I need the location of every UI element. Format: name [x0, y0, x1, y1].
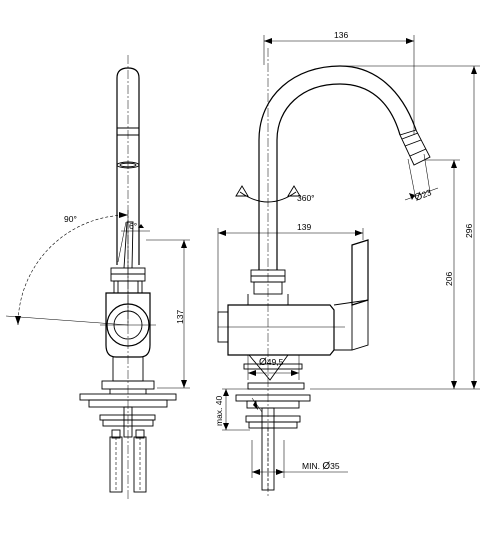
front-spout-inner: [276, 83, 401, 270]
body-diameter-label: Ø49,5: [259, 357, 284, 368]
total-height-label: 296: [464, 224, 474, 238]
front-handle-lever: [351, 239, 369, 306]
rotation-arrow-left: [235, 185, 249, 197]
rotation-arc: [239, 191, 297, 203]
front-view: [217, 35, 480, 498]
rotation-angle-label: 360°: [297, 193, 315, 203]
spout-height-label: 206: [444, 272, 454, 286]
side-spout: [116, 67, 140, 265]
swing-arc: [17, 214, 129, 326]
diameter-symbol: Ø: [259, 357, 267, 368]
spout-reach-label: 136: [334, 30, 348, 40]
outlet-diameter-label: Ø23: [413, 187, 433, 204]
side-base-flange: [101, 380, 155, 390]
max-thickness-label: max. 40: [214, 395, 224, 426]
spout-aerator: [399, 129, 431, 166]
min-hole-label: MIN. Ø35: [302, 461, 340, 472]
swing-angle-label: 90°: [64, 214, 77, 224]
side-height-label: 137: [175, 310, 185, 324]
rotation-arrow-right: [287, 185, 301, 197]
front-body: [227, 304, 335, 356]
body-length-label: 139: [297, 222, 311, 232]
front-body-lower: [248, 354, 289, 381]
front-base-flange: [247, 382, 305, 390]
diameter-symbol: Ø: [413, 191, 425, 204]
tilt-angle-label: 6°: [129, 221, 137, 231]
side-spout-ring: [116, 161, 140, 169]
side-handle-lever: [123, 221, 134, 269]
diameter-symbol: Ø: [322, 461, 330, 472]
front-spout-outer: [258, 65, 417, 270]
side-view: [5, 55, 190, 500]
